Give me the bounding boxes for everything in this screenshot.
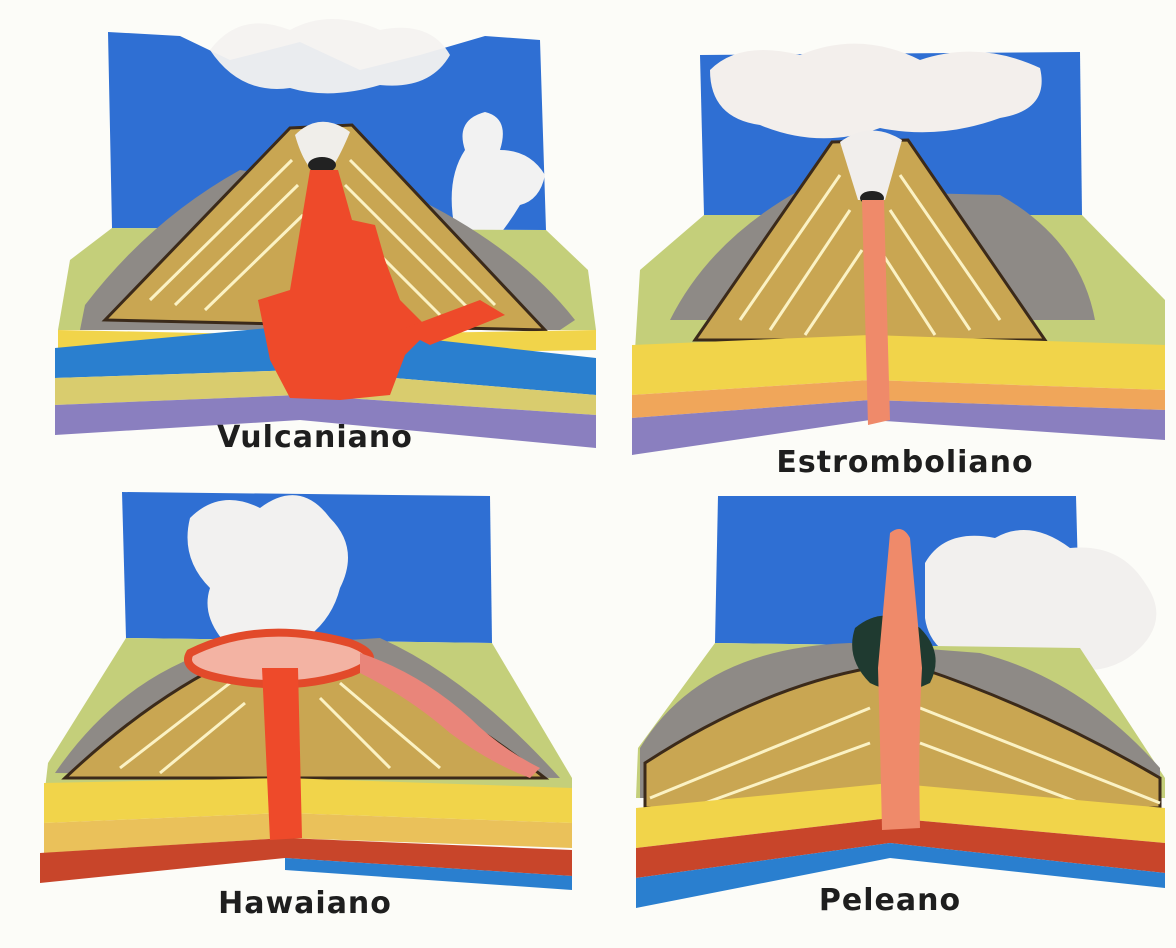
vulcaniano-illustration: [0, 0, 590, 470]
panel-peleano: Peleano: [600, 478, 1176, 948]
panel-vulcaniano: Vulcaniano: [0, 0, 590, 470]
hawaiano-illustration: [0, 478, 590, 948]
label-peleano: Peleano: [790, 883, 990, 918]
vulcaniano-ash-cloud: [210, 19, 450, 93]
peleano-illustration: [600, 478, 1176, 948]
panel-hawaiano: Hawaiano: [0, 478, 590, 948]
label-vulcaniano: Vulcaniano: [200, 420, 430, 455]
label-estromboliano: Estromboliano: [760, 445, 1050, 480]
panel-estromboliano: Estromboliano: [600, 0, 1176, 490]
label-hawaiano: Hawaiano: [190, 886, 420, 921]
estromboliano-illustration: [600, 0, 1176, 490]
